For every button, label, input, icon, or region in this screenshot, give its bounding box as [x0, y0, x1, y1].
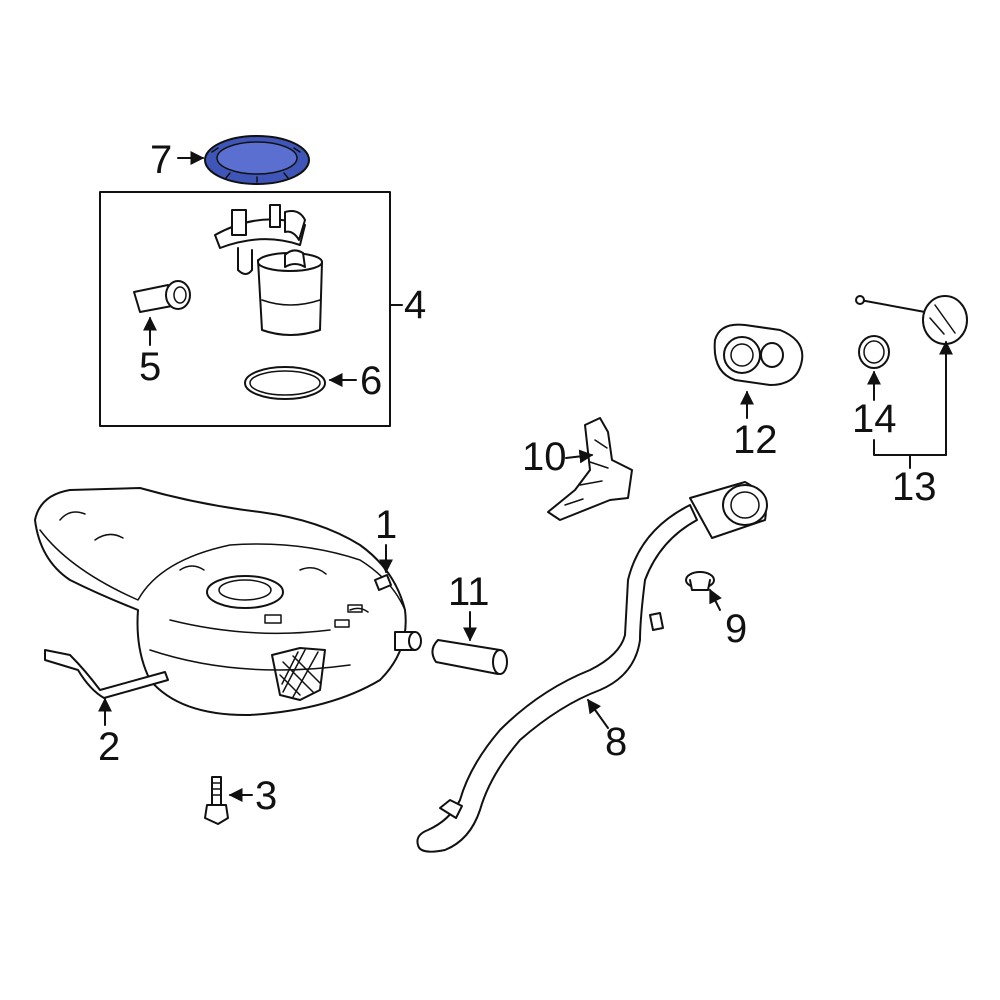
- bracket-13: [873, 439, 947, 456]
- bolt-shank: [211, 776, 222, 808]
- fuel-pump-assembly[interactable]: [214, 204, 323, 336]
- cap-tether: [859, 299, 926, 313]
- fuel-tank-part-1[interactable]: [34, 487, 422, 717]
- hose-part-11[interactable]: [431, 639, 508, 675]
- tank-strap-part-2[interactable]: [44, 649, 169, 699]
- callout-2[interactable]: 2: [98, 725, 120, 769]
- o-ring-outer: [244, 366, 326, 400]
- seal-hole-small: [760, 342, 784, 368]
- callout-7[interactable]: 7: [150, 138, 172, 182]
- filler-neck-mouth: [722, 484, 768, 526]
- bolt-head: [204, 804, 229, 825]
- callout-8[interactable]: 8: [605, 720, 627, 764]
- tank-slot-2: [347, 604, 363, 613]
- tank-contours: [149, 619, 351, 671]
- filler-pipe-body: [416, 504, 698, 853]
- tank-slot-3: [334, 619, 350, 628]
- filler-pipe-bracket: [649, 612, 664, 631]
- tank-pump-opening: [206, 575, 284, 609]
- cap-grip: [929, 304, 956, 335]
- bracket-ribs: [564, 439, 609, 506]
- callout-5[interactable]: 5: [139, 345, 161, 389]
- bolt-threads: [211, 782, 222, 796]
- arrow-8: [587, 698, 609, 729]
- callout-13[interactable]: 13: [892, 465, 937, 509]
- callout-6[interactable]: 6: [360, 359, 382, 403]
- bolt-part-3[interactable]: [204, 776, 229, 825]
- seal-hole-large-inner: [730, 343, 754, 367]
- callout-9[interactable]: 9: [725, 607, 747, 651]
- callout-3[interactable]: 3: [255, 774, 277, 818]
- tank-filler-end: [408, 631, 422, 651]
- callout-1[interactable]: 1: [375, 503, 397, 547]
- gasket-part-14[interactable]: [858, 335, 890, 369]
- grommet-part-9[interactable]: [685, 571, 715, 591]
- bracket-part-10[interactable]: [547, 417, 633, 521]
- pump-module-box: [99, 191, 391, 427]
- filler-pipe-clip: [439, 799, 463, 819]
- callout-10[interactable]: 10: [522, 435, 567, 479]
- filler-pipe-part-8[interactable]: [416, 481, 768, 853]
- pump-float: [284, 249, 306, 268]
- strap-body: [44, 649, 169, 699]
- seal-hole-large: [723, 336, 761, 374]
- tank-grid-lines: [279, 649, 322, 698]
- pump-top-fittings: [231, 204, 306, 241]
- tank-top-ridge: [39, 529, 406, 611]
- arrow-10: [565, 449, 594, 464]
- tank-slot-1: [264, 614, 282, 624]
- callout-11[interactable]: 11: [448, 570, 490, 614]
- o-ring-part-6[interactable]: [244, 366, 326, 400]
- hose-end: [492, 649, 508, 675]
- o-ring-inner: [249, 370, 321, 396]
- grommet-body: [689, 579, 711, 591]
- tank-surface-detail: [59, 511, 369, 613]
- callout-14[interactable]: 14: [852, 397, 897, 441]
- tank-vent-clip: [374, 574, 392, 591]
- connector-part-5[interactable]: [133, 280, 191, 313]
- tank-pump-opening-inner: [218, 579, 272, 601]
- connector-end-inner: [173, 286, 187, 304]
- callout-4[interactable]: 4: [404, 283, 426, 327]
- housing-seal-part-12[interactable]: [713, 323, 804, 386]
- cap-tether-end: [855, 295, 865, 305]
- gasket-inner: [863, 340, 885, 364]
- bracket-body: [547, 417, 633, 521]
- lock-ring-tabs: [211, 147, 301, 183]
- arrow-9: [709, 588, 722, 611]
- filler-neck-inner: [730, 491, 760, 519]
- lock-ring-part-7[interactable]: [204, 135, 310, 185]
- pump-band: [261, 299, 321, 306]
- callout-12[interactable]: 12: [733, 418, 778, 462]
- tank-baffle-grid: [271, 647, 326, 701]
- lock-ring-inner: [216, 141, 298, 175]
- pump-bracket: [237, 247, 253, 275]
